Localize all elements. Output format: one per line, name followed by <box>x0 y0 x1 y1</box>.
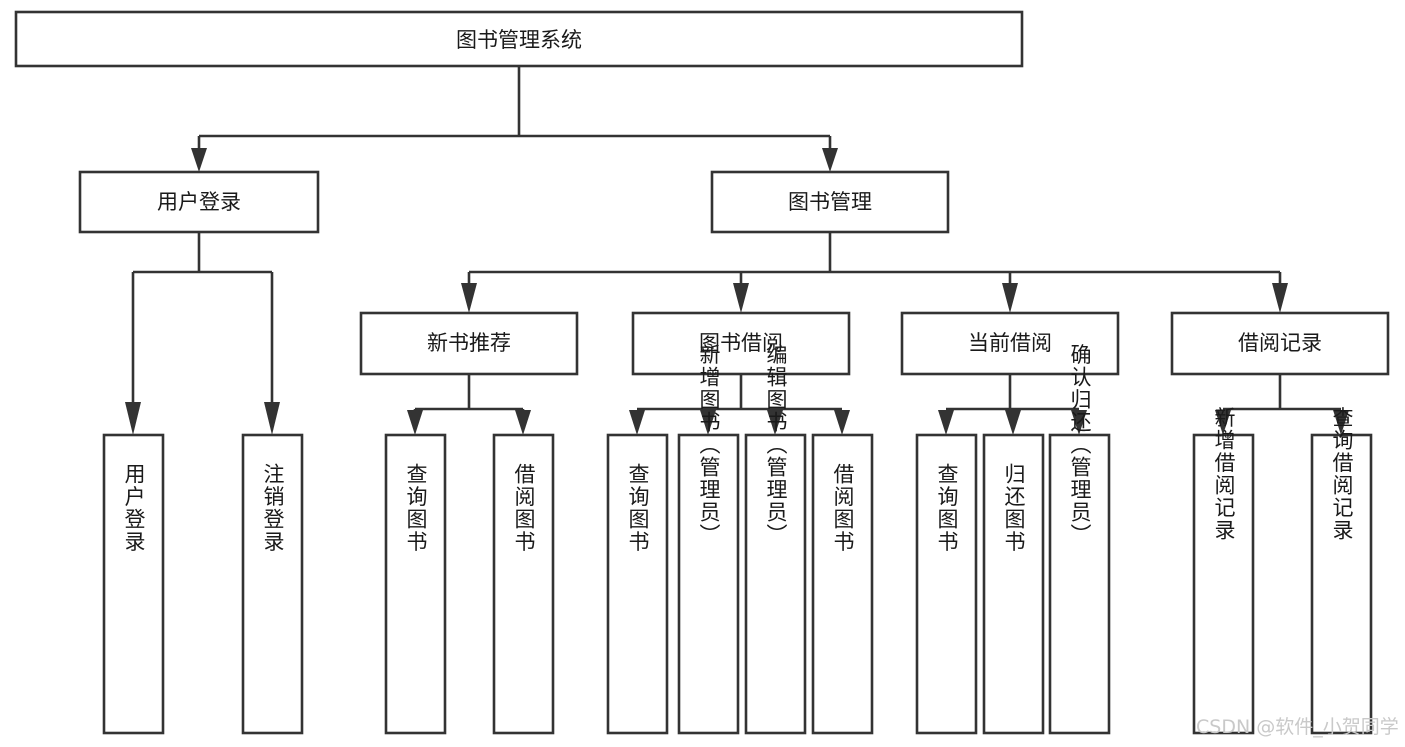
arrow-head-leaf-4 <box>515 410 531 435</box>
arrow-head-user-login <box>191 148 207 172</box>
node-leaf-logout-login-label: 注销登录 <box>261 463 285 553</box>
node-leaf-query-book-2-box[interactable] <box>606 433 669 735</box>
node-leaf-confirm-return-admin[interactable]: 确认归还（管理员） <box>1048 344 1111 735</box>
arrow-head-leaf-5 <box>629 410 645 435</box>
node-leaf-edit-book-admin-label: 编辑图书（管理员） <box>764 344 788 547</box>
node-current-borrow[interactable]: 当前借阅 <box>900 311 1120 376</box>
node-leaf-user-login[interactable]: 用户登录 <box>102 433 165 735</box>
node-borrow-record[interactable]: 借阅记录 <box>1170 311 1390 376</box>
node-book-manage-box[interactable] <box>710 170 950 234</box>
node-leaf-query-book-1[interactable]: 查询图书 <box>384 433 447 735</box>
arrow-head-leaf-10 <box>1005 410 1021 435</box>
node-leaf-borrow-book-2-label: 借阅图书 <box>831 463 855 553</box>
node-root-box[interactable] <box>14 10 1024 68</box>
arrow-head-leaf-9 <box>938 410 954 435</box>
connector-layer <box>125 66 1349 435</box>
node-user-login[interactable]: 用户登录 <box>78 170 320 234</box>
node-user-login-label: 用户登录 <box>157 190 241 214</box>
node-leaf-user-login-label: 用户登录 <box>122 463 146 553</box>
node-leaf-query-book-1-box[interactable] <box>384 433 447 735</box>
node-leaf-borrow-book-1-box[interactable] <box>492 433 555 735</box>
node-leaf-return-book[interactable]: 归还图书 <box>982 433 1045 735</box>
node-leaf-borrow-book-2-box[interactable] <box>811 433 874 735</box>
arrow-head-leaf-1 <box>125 402 141 435</box>
node-leaf-add-book-admin-label: 新增图书（管理员） <box>697 344 721 547</box>
node-current-borrow-box[interactable] <box>900 311 1120 376</box>
node-book-manage-label: 图书管理 <box>788 190 872 214</box>
node-book-borrow[interactable]: 图书借阅 <box>631 311 851 376</box>
arrow-head-leaf-3 <box>407 410 423 435</box>
arrow-head-leaf-11 <box>1071 410 1087 435</box>
node-leaf-edit-book-admin[interactable]: 编辑图书（管理员） <box>744 344 807 735</box>
node-leaf-query-book-3[interactable]: 查询图书 <box>915 433 978 735</box>
node-new-book-rec[interactable]: 新书推荐 <box>359 311 579 376</box>
node-leaf-add-book-admin[interactable]: 新增图书（管理员） <box>677 344 740 735</box>
node-book-manage[interactable]: 图书管理 <box>710 170 950 234</box>
node-root-label: 图书管理系统 <box>456 28 582 52</box>
node-leaf-query-book-1-label: 查询图书 <box>404 463 428 553</box>
arrow-head-leaf-8 <box>834 410 850 435</box>
arrow-head-leaf-6 <box>700 410 716 435</box>
watermark-text: CSDN @软件_小贺同学 <box>1196 716 1399 738</box>
arrow-head-leaf-2 <box>264 402 280 435</box>
node-leaf-logout-login[interactable]: 注销登录 <box>241 433 304 735</box>
node-leaf-query-book-2-label: 查询图书 <box>626 463 650 553</box>
node-borrow-record-label: 借阅记录 <box>1238 331 1322 355</box>
node-root[interactable]: 图书管理系统 <box>14 10 1024 68</box>
node-leaf-user-login-box[interactable] <box>102 433 165 735</box>
node-leaf-query-book-3-label: 查询图书 <box>935 463 959 553</box>
arrow-head-leaf-12 <box>1215 410 1231 435</box>
node-leaf-add-borrow-record[interactable]: 新增借阅记录 <box>1192 407 1255 735</box>
node-borrow-record-box[interactable] <box>1170 311 1390 376</box>
arrow-head-current-borrow <box>1002 283 1018 313</box>
node-leaf-confirm-return-admin-label: 确认归还（管理员） <box>1068 344 1092 547</box>
arrow-head-book-manage <box>822 148 838 172</box>
arrow-head-borrow-record <box>1272 283 1288 313</box>
node-leaf-return-book-box[interactable] <box>982 433 1045 735</box>
node-leaf-logout-login-box[interactable] <box>241 433 304 735</box>
node-leaf-query-book-3-box[interactable] <box>915 433 978 735</box>
node-leaf-add-borrow-record-box[interactable] <box>1192 433 1255 735</box>
node-leaf-query-book-2[interactable]: 查询图书 <box>606 433 669 735</box>
arrow-head-new-book-rec <box>461 283 477 313</box>
node-book-borrow-box[interactable] <box>631 311 851 376</box>
arrow-head-leaf-7 <box>767 410 783 435</box>
node-book-borrow-label: 图书借阅 <box>699 331 783 355</box>
arrow-head-book-borrow <box>733 283 749 313</box>
node-leaf-edit-book-admin-box[interactable] <box>744 433 807 735</box>
node-leaf-add-borrow-record-label: 新增借阅记录 <box>1212 407 1236 542</box>
node-leaf-borrow-book-2[interactable]: 借阅图书 <box>811 433 874 735</box>
node-leaf-confirm-return-admin-box[interactable] <box>1048 433 1111 735</box>
arrow-head-leaf-13 <box>1333 410 1349 435</box>
node-new-book-rec-label: 新书推荐 <box>427 331 511 355</box>
node-leaf-query-borrow-record[interactable]: 查询借阅记录 <box>1310 407 1373 735</box>
node-leaf-query-borrow-record-box[interactable] <box>1310 433 1373 735</box>
node-leaf-add-book-admin-box[interactable] <box>677 433 740 735</box>
node-leaf-return-book-label: 归还图书 <box>1002 463 1026 553</box>
node-leaf-borrow-book-1[interactable]: 借阅图书 <box>492 433 555 735</box>
node-leaf-query-borrow-record-label: 查询借阅记录 <box>1330 407 1354 542</box>
node-leaf-borrow-book-1-label: 借阅图书 <box>512 463 536 553</box>
node-new-book-rec-box[interactable] <box>359 311 579 376</box>
node-user-login-box[interactable] <box>78 170 320 234</box>
node-current-borrow-label: 当前借阅 <box>968 331 1052 355</box>
